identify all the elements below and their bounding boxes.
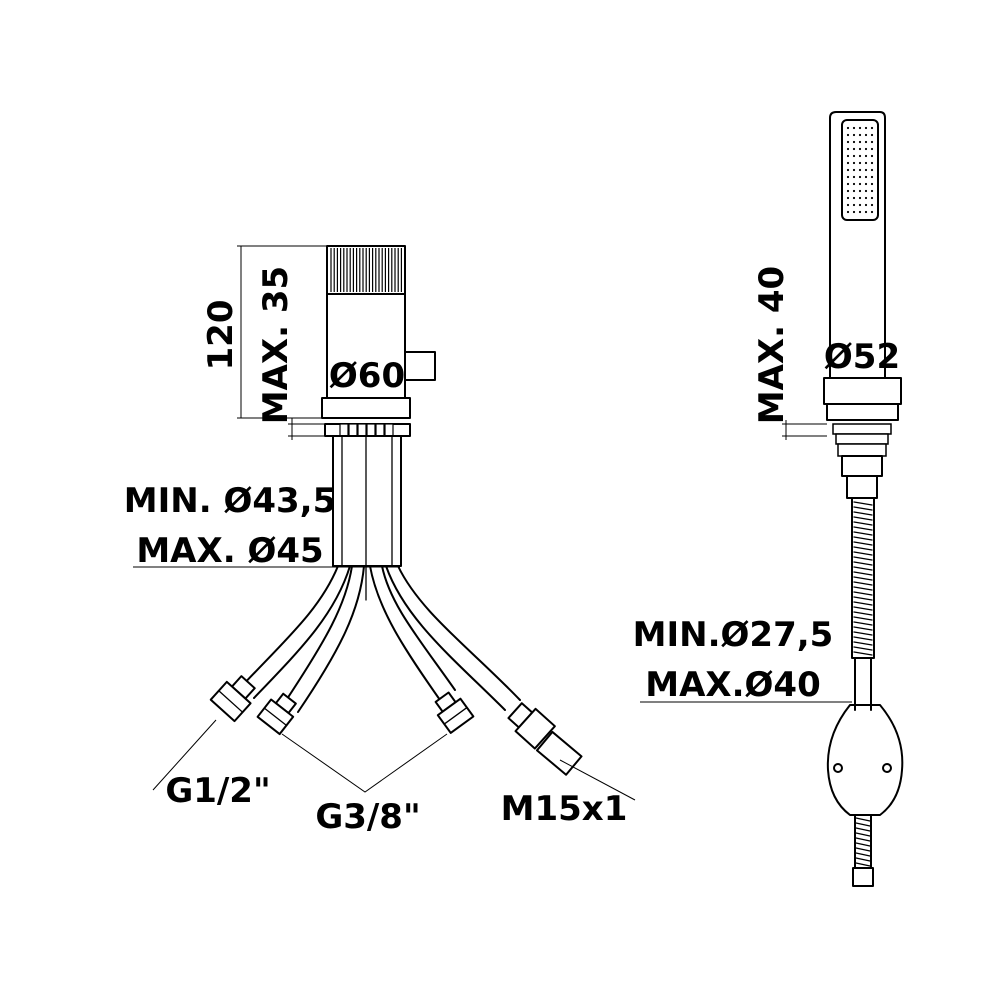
mixer-hole-max-label: MAX. Ø45	[136, 531, 323, 571]
shower-hose	[851, 497, 875, 659]
shower-hole-max-label: MAX.Ø40	[645, 665, 821, 705]
mixer-shank	[332, 435, 402, 567]
mixer-body	[321, 245, 436, 601]
mixer-fixing-nuts	[339, 423, 394, 437]
mixer-max-deck-label: MAX. 35	[256, 266, 296, 424]
mixer-height-label: 120	[201, 300, 241, 371]
shower-nozzles	[846, 126, 874, 214]
mixer-knurl-lines	[330, 248, 402, 292]
shower-shank-nut	[841, 455, 883, 477]
thread-hoses-label: G3/8"	[315, 797, 420, 837]
thread-outlet-label: M15x1	[501, 789, 628, 829]
mixer-hoses	[239, 565, 521, 713]
shower-shank	[846, 475, 878, 499]
mixer-base-flange	[321, 397, 411, 419]
shower-fixing-nut	[832, 423, 892, 457]
thread-supply-label: G1/2"	[165, 771, 270, 811]
shower-hose-coil	[853, 501, 873, 656]
shower-spray-face	[841, 119, 879, 221]
shower-dimensions	[640, 420, 852, 703]
shower-counterweight	[826, 704, 904, 816]
shower-diameter-label: Ø52	[824, 337, 900, 377]
mixer-diameter-label: Ø60	[329, 356, 405, 396]
shower-holder-flange	[826, 403, 899, 421]
shower-hose-end	[852, 867, 874, 887]
mixer-hole-min-label: MIN. Ø43,5	[124, 481, 336, 521]
shower-hole-min-label: MIN.Ø27,5	[633, 615, 834, 655]
mixer-fittings	[209, 675, 583, 776]
mixer-side-lever	[404, 351, 436, 381]
shower-holder-base	[823, 377, 902, 405]
hand-shower	[823, 111, 904, 887]
mixer-dimensions	[133, 245, 636, 801]
shower-max-deck-label: MAX. 40	[752, 266, 792, 424]
